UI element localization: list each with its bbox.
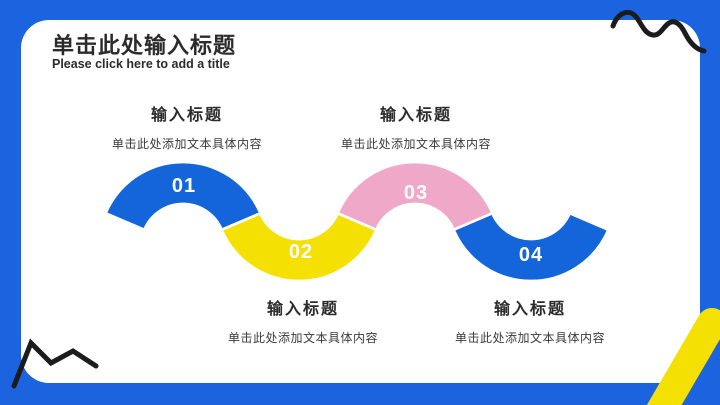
step-title-03: 输入标题 [379,107,452,124]
step-text-block-01: 输入标题 单击此处添加文本具体内容 [77,101,297,152]
slide-subtitle: Please click here to add a title [52,57,230,71]
step-text-block-03: 输入标题 单击此处添加文本具体内容 [306,101,526,152]
step-desc-04: 单击此处添加文本具体内容 [454,331,605,345]
step-number-03: 03 [403,182,429,204]
step-number-02: 02 [288,241,314,263]
step-number-01: 01 [171,175,197,197]
step-title-01: 输入标题 [150,107,223,124]
step-title-04: 输入标题 [493,301,566,318]
step-text-block-04: 输入标题 单击此处添加文本具体内容 [420,295,640,346]
step-number-04: 04 [518,244,544,266]
slide-title: 单击此处输入标题 [52,33,237,58]
step-desc-01: 单击此处添加文本具体内容 [111,137,262,151]
step-text-block-02: 输入标题 单击此处添加文本具体内容 [193,295,413,346]
step-title-02: 输入标题 [266,301,339,318]
step-desc-03: 单击此处添加文本具体内容 [340,137,491,151]
step-desc-02: 单击此处添加文本具体内容 [227,331,378,345]
